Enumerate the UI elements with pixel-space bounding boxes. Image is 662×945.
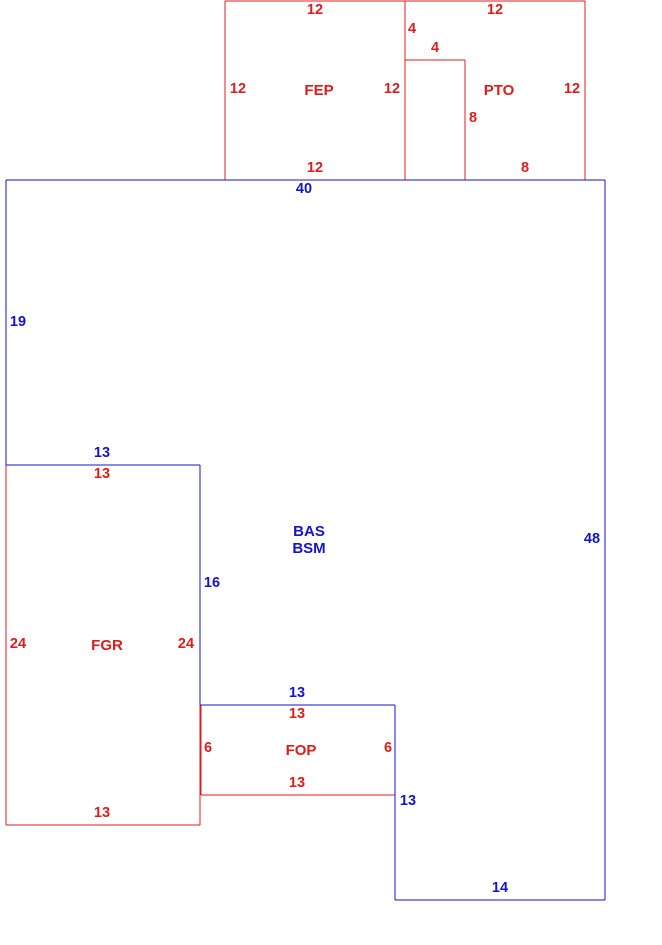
bas-area-label: BAS (293, 523, 325, 540)
fgr-top-dimension: 13 (94, 466, 110, 482)
fep-right-dimension: 12 (384, 81, 400, 97)
pto-top-dimension: 12 (487, 2, 503, 18)
fep-area-label: FEP (304, 82, 333, 99)
bas-right-dimension: 48 (584, 531, 600, 547)
bas-porch-side-dimension: 13 (400, 793, 416, 809)
sub-area-dimension-labels: 12 12 12 12 12 4 4 8 12 8 13 24 24 13 13… (10, 2, 580, 821)
fop-right-dimension: 6 (384, 740, 392, 756)
bas-garage-top-dimension: 13 (94, 445, 110, 461)
bas-garage-side-dimension: 16 (204, 575, 220, 591)
bas-left-dimension: 19 (10, 314, 26, 330)
fop-left-dimension: 6 (204, 740, 212, 756)
pto-bottom-dimension: 8 (521, 160, 529, 176)
bas-porch-top-dimension: 13 (289, 685, 305, 701)
pto-notch-side-dimension: 8 (469, 110, 477, 126)
bas-top-dimension: 40 (296, 181, 312, 197)
main-structure-outline (5, 179, 606, 901)
main-dimension-labels: 40 19 48 13 16 13 13 14 (10, 181, 600, 896)
bas-bottom-dimension: 14 (492, 880, 508, 896)
fop-bottom-dimension: 13 (289, 775, 305, 791)
fgr-area-label: FGR (91, 637, 123, 654)
fop-area-label: FOP (286, 742, 317, 759)
sub-area-outlines (5, 0, 586, 826)
fgr-bottom-dimension: 13 (94, 805, 110, 821)
fep-left-dimension: 12 (230, 81, 246, 97)
fep-bottom-dimension: 12 (307, 160, 323, 176)
area-labels: BAS BSM FEP PTO FGR FOP (91, 82, 514, 759)
fop-top-dimension: 13 (289, 706, 305, 722)
pto-area-label: PTO (484, 82, 515, 99)
pto-notch-left-dimension: 4 (408, 21, 416, 37)
bsm-area-label: BSM (292, 540, 325, 557)
fgr-left-dimension: 24 (10, 636, 26, 652)
pto-right-dimension: 12 (564, 81, 580, 97)
fgr-right-dimension: 24 (178, 636, 194, 652)
fep-top-dimension: 12 (307, 2, 323, 18)
pto-notch-top-dimension: 4 (431, 40, 439, 56)
